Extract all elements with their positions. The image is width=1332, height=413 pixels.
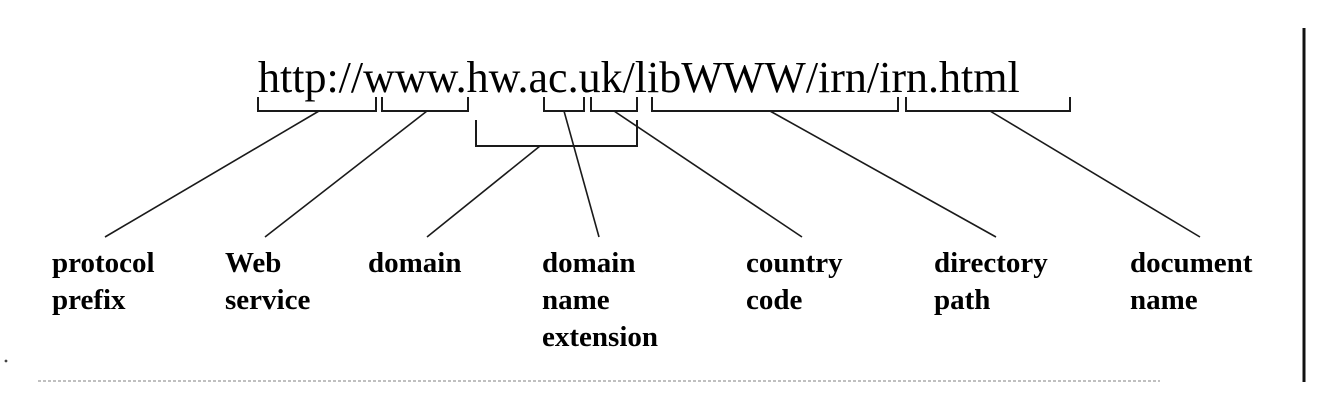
leader-document-name [989,110,1201,238]
bracket-document-name [905,97,1071,112]
leader-domain-name-extension [563,110,600,238]
label-domain: domain [368,247,461,279]
leader-domain [426,145,541,238]
url-text: http://www.hw.ac.uk/libWWW/irn/irn.html [258,53,1020,102]
leader-web-service [264,110,428,238]
label-domain-name-extension: domain name extension [542,247,658,353]
bracket-domain [475,120,638,147]
label-country-code: country code [746,247,850,316]
label-document-name: document name [1130,247,1260,316]
label-protocol-prefix: protocol prefix [52,247,162,316]
label-directory-path: directory path [934,247,1055,316]
scan-speck [4,359,8,363]
bracket-directory-path [651,97,899,112]
leader-country-code [613,110,803,238]
leader-protocol [104,110,320,238]
bracket-protocol [257,97,377,112]
bracket-web-service [381,97,469,112]
label-web-service: Web service [225,247,310,316]
leader-directory-path [769,110,997,238]
